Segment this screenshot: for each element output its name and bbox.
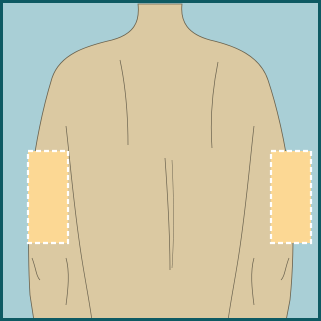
right-upper-arm-site (271, 151, 311, 243)
left-upper-arm-site (28, 151, 68, 243)
